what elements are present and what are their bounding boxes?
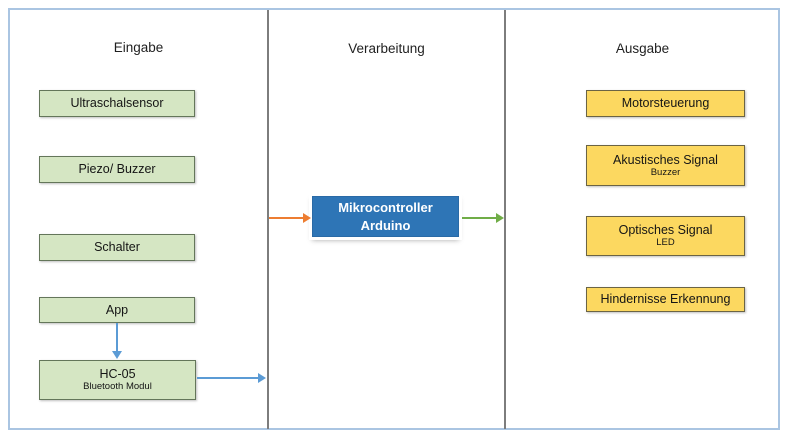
node-label: Schalter: [94, 240, 140, 255]
column-divider-2: [504, 10, 506, 429]
output-node-hindernisse-erkennung: Hindernisse Erkennung: [586, 287, 745, 312]
node-sublabel: Bluetooth Modul: [83, 381, 152, 393]
node-label: Ultraschalsensor: [70, 96, 164, 111]
node-sublabel: Arduino: [360, 217, 411, 233]
input-node-app: App: [39, 297, 195, 323]
process-node-mikrocontroller: Mikrocontroller Arduino: [309, 193, 462, 240]
node-label: HC-05: [99, 367, 136, 382]
input-node-hc05: HC-05 Bluetooth Modul: [39, 360, 196, 400]
node-label: Optisches Signal: [618, 223, 713, 238]
column-header-ausgabe: Ausgabe: [615, 41, 670, 56]
node-label: Mikrocontroller: [338, 199, 433, 215]
output-node-optisches-signal: Optisches Signal LED: [586, 216, 745, 256]
node-label: Akustisches Signal: [613, 152, 718, 167]
input-node-piezo-buzzer: Piezo/ Buzzer: [39, 156, 195, 183]
node-sublabel: Buzzer: [650, 166, 681, 178]
node-label: Piezo/ Buzzer: [78, 162, 156, 177]
column-divider-1: [267, 10, 269, 429]
input-node-schalter: Schalter: [39, 234, 195, 261]
input-node-ultraschalsensor: Ultraschalsensor: [39, 90, 195, 117]
node-label: Hindernisse Erkennung: [600, 292, 731, 307]
node-label: Motorsteuerung: [621, 96, 710, 111]
output-node-akustisches-signal: Akustisches Signal Buzzer: [586, 145, 745, 186]
column-header-eingabe: Eingabe: [113, 40, 164, 55]
column-header-verarbeitung: Verarbeitung: [348, 41, 425, 56]
output-node-motorsteuerung: Motorsteuerung: [586, 90, 745, 117]
node-label: App: [105, 302, 129, 317]
node-sublabel: LED: [656, 237, 675, 249]
